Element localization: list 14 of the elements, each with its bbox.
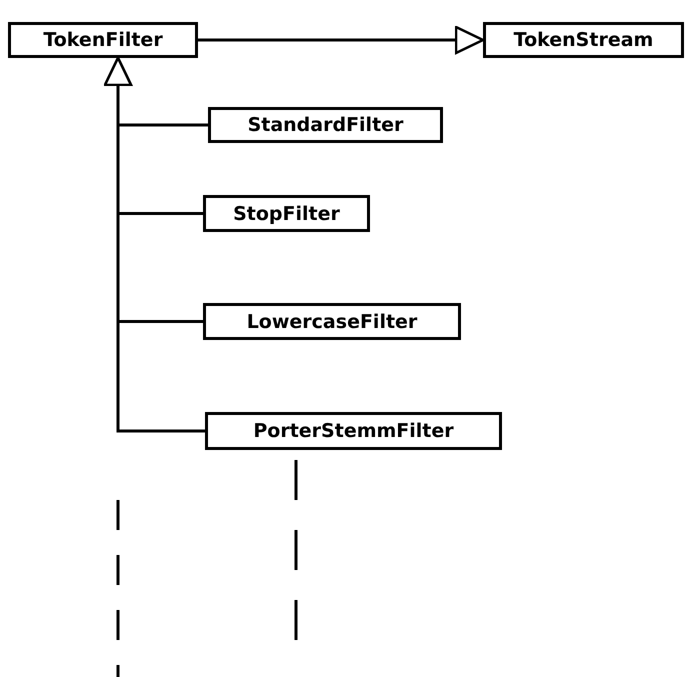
- class-box: [203, 195, 370, 232]
- class-name: PorterStemmFilter: [253, 420, 454, 442]
- inheritance-arrow: [104, 56, 205, 432]
- class-name: LowercaseFilter: [246, 310, 418, 332]
- class-box: [205, 412, 502, 450]
- class-box: [208, 107, 443, 143]
- class-name: StopFilter: [233, 202, 340, 224]
- class-box: [483, 22, 684, 58]
- inheritance-arrow: [198, 26, 484, 54]
- class-name: TokenFilter: [43, 29, 163, 51]
- class-name: TokenStream: [514, 29, 654, 51]
- class-name: StandardFilter: [248, 114, 404, 136]
- class-box: [8, 22, 198, 58]
- class-box: [203, 303, 461, 340]
